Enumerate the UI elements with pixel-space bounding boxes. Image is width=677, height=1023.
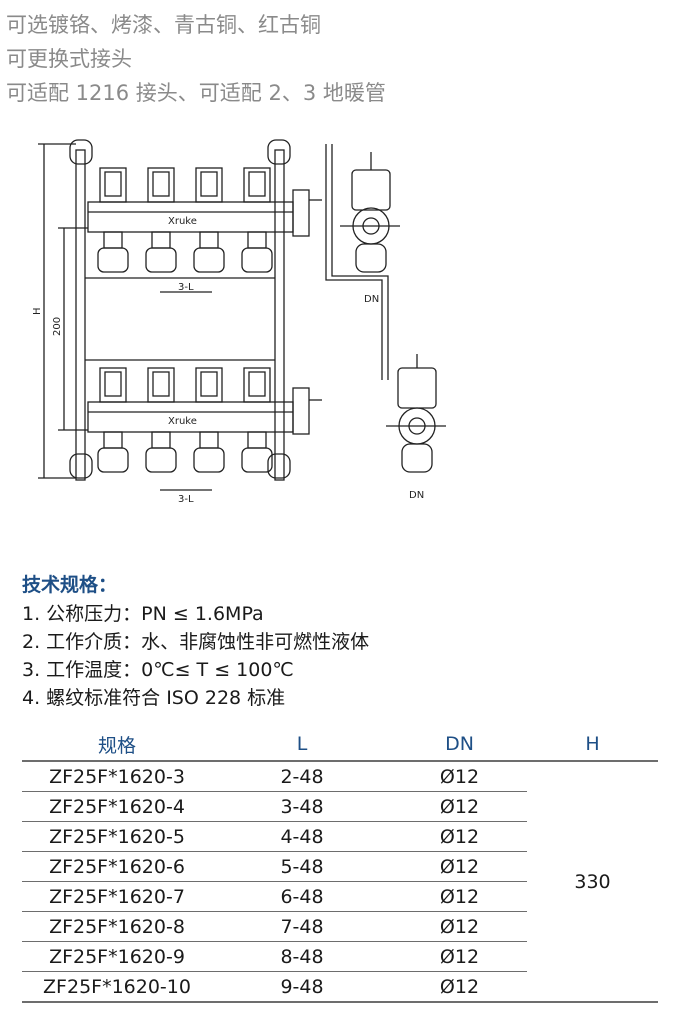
top-valves: [97, 167, 273, 273]
cell-l: 6-48: [212, 881, 392, 912]
table-row: ZF25F*1620-3 2-48 Ø12 330: [22, 761, 658, 1003]
mount-lug: [267, 139, 291, 165]
header-h: H: [585, 733, 600, 755]
dn-bottom-label: DN: [409, 490, 424, 501]
cell-model: ZF25F*1620-7: [22, 881, 212, 912]
spec-item-temperature: 3. 工作温度：0℃≤ T ≤ 100℃: [22, 659, 294, 681]
cell-l: 7-48: [212, 911, 392, 942]
spec-heading: 技术规格：: [22, 574, 118, 596]
cell-l: 3-48: [212, 791, 392, 822]
intro-line-compat: 可适配 1216 接头、可适配 2、3 地暖管: [6, 81, 386, 105]
technical-drawing: Xruke Xruke H 200 3-L 3-L DN DN: [32, 139, 446, 505]
mount-lug: [69, 453, 93, 479]
cell-dn: Ø12: [392, 911, 527, 942]
spec-item-pressure: 1. 公称压力：PN ≤ 1.6MPa: [22, 603, 264, 625]
spec-table: 规格 L DN H ZF25F*1620-3 2-48 Ø12 330 ZF25…: [22, 730, 658, 1003]
left-rail: [75, 149, 86, 481]
cell-l: 9-48: [212, 971, 392, 1003]
intro-line-finishes: 可选镀铬、烤漆、青古铜、红古铜: [6, 13, 321, 37]
spec-item-thread: 4. 螺纹标准符合 ISO 228 标准: [22, 687, 286, 709]
cell-dn: Ø12: [392, 821, 527, 852]
table-row: ZF25F*1620-6 5-48 Ø12: [22, 851, 658, 882]
cell-model: ZF25F*1620-5: [22, 821, 212, 852]
dimension-200-label: 200: [52, 317, 63, 336]
mount-lug: [267, 453, 291, 479]
side-view: [325, 144, 446, 473]
brand-label-bottom: Xruke: [168, 416, 197, 427]
table-row: ZF25F*1620-5 4-48 Ø12: [22, 821, 658, 852]
cell-dn: Ø12: [392, 971, 527, 1003]
dimension-h-label: H: [32, 307, 43, 315]
cell-l: 5-48: [212, 851, 392, 882]
cell-model: ZF25F*1620-10: [22, 971, 212, 1003]
dimension-3l-bottom-label: 3-L: [178, 494, 194, 505]
cell-model: ZF25F*1620-8: [22, 911, 212, 942]
cell-model: ZF25F*1620-9: [22, 941, 212, 972]
cell-dn: Ø12: [392, 851, 527, 882]
dimension-3l-top-label: 3-L: [178, 282, 194, 293]
intro-text: 可选镀铬、烤漆、青古铜、红古铜 可更换式接头 可适配 1216 接头、可适配 2…: [6, 8, 386, 110]
table-row: ZF25F*1620-9 8-48 Ø12: [22, 941, 658, 972]
header-l: L: [296, 733, 308, 755]
header-dn: DN: [445, 733, 474, 755]
cell-dn: Ø12: [392, 761, 527, 792]
cell-model: ZF25F*1620-6: [22, 851, 212, 882]
brand-label-top: Xruke: [168, 216, 197, 227]
dn-top-label: DN: [364, 294, 379, 305]
table-row: ZF25F*1620-10 9-48 Ø12: [22, 971, 658, 1003]
right-rail: [274, 149, 285, 481]
table-header-row: 规格 L DN H: [22, 730, 658, 761]
cell-h: 330: [527, 761, 658, 1003]
cell-l: 2-48: [212, 761, 392, 792]
cell-dn: Ø12: [392, 941, 527, 972]
table-row: ZF25F*1620-4 3-48 Ø12: [22, 791, 658, 822]
table-row: ZF25F*1620-7 6-48 Ø12: [22, 881, 658, 912]
header-model: 规格: [97, 734, 136, 757]
cell-model: ZF25F*1620-4: [22, 791, 212, 822]
bottom-valves: [97, 367, 273, 473]
mount-lug: [69, 139, 93, 165]
cell-model: ZF25F*1620-3: [22, 761, 212, 792]
cell-l: 4-48: [212, 821, 392, 852]
cell-l: 8-48: [212, 941, 392, 972]
spec-item-medium: 2. 工作介质：水、非腐蚀性非可燃性液体: [22, 631, 370, 653]
spec-list: 1. 公称压力：PN ≤ 1.6MPa 2. 工作介质：水、非腐蚀性非可燃性液体…: [22, 600, 369, 712]
intro-line-replaceable: 可更换式接头: [6, 47, 132, 71]
cell-dn: Ø12: [392, 791, 527, 822]
table-row: ZF25F*1620-8 7-48 Ø12: [22, 911, 658, 942]
cell-dn: Ø12: [392, 881, 527, 912]
